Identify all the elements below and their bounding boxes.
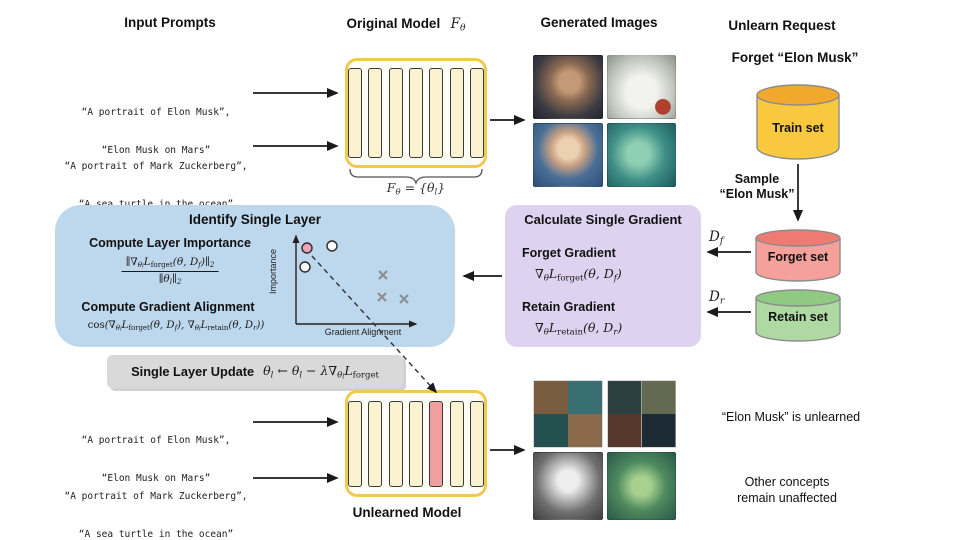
prompt-line: “A portrait of Mark Zuckerberg”, bbox=[64, 491, 248, 502]
forget-gradient-label: Forget Gradient bbox=[522, 246, 616, 260]
prompt-line: “A sea turtle in the ocean” bbox=[78, 528, 234, 540]
prompt-group-other: “A portrait of Mark Zuckerberg”, “A sea … bbox=[64, 136, 247, 236]
forget-set-cylinder: Forget set bbox=[753, 228, 843, 284]
single-layer-update-box: Single Layer Update θl ← θl − λ∇θlLforge… bbox=[107, 355, 403, 388]
image-unlearned-mosaic-2 bbox=[606, 380, 676, 448]
sample-label: Sample “Elon Musk” bbox=[719, 172, 794, 202]
train-set-cylinder-shape bbox=[756, 84, 840, 160]
gradient-alignment-formula: cos(∇θlLforget(θ, Df), ∇θlLretain(θ, Dr)… bbox=[87, 320, 265, 333]
retain-set-cylinder: Retain set bbox=[753, 288, 843, 344]
calculate-gradient-title: Calculate Single Gradient bbox=[524, 212, 682, 227]
unlearned-model-label: Unlearned Model bbox=[352, 505, 462, 520]
gradient-alignment-label: Compute Gradient Alignment bbox=[81, 300, 255, 314]
retain-set-label: Retain set bbox=[768, 310, 828, 324]
model-layer-bar bbox=[429, 68, 444, 158]
scatter-xlabel: Gradient Alignment bbox=[324, 327, 402, 337]
retain-gradient-formula: ∇θLretain(θ, Dr) bbox=[535, 320, 623, 338]
header-generated-images: Generated Images bbox=[540, 15, 658, 30]
forget-gradient-formula: ∇θLforget(θ, Df) bbox=[535, 266, 622, 284]
prompt-group-other-bottom: “A portrait of Mark Zuckerberg”, “A sea … bbox=[64, 466, 247, 540]
model-layer-bar bbox=[388, 400, 403, 487]
prompt-line: “Elon Musk on Mars” bbox=[101, 472, 211, 484]
image-zuckerberg-bw bbox=[533, 452, 603, 520]
image-elon-portrait bbox=[533, 55, 603, 119]
model-layer-bar bbox=[368, 400, 383, 487]
prompt-line: “A portrait of Elon Musk”, bbox=[81, 435, 231, 446]
train-set-cylinder: Train set bbox=[754, 83, 842, 163]
prompt-group-elon-bottom: “A portrait of Elon Musk”, “Elon Musk on… bbox=[82, 410, 231, 510]
identify-layer-title: Identify Single Layer bbox=[188, 212, 322, 227]
image-sea-turtle bbox=[606, 123, 676, 187]
d-r-symbol: Dr bbox=[709, 289, 725, 307]
prompt-line: “A portrait of Elon Musk”, bbox=[81, 107, 231, 118]
header-original-model-text: Original Model bbox=[346, 16, 441, 31]
calculate-gradient-panel: Calculate Single Gradient Forget Gradien… bbox=[505, 205, 701, 347]
generated-images-grid-bottom bbox=[533, 380, 676, 520]
model-layer-bar bbox=[409, 400, 423, 487]
unaffected-note-line1: Other concepts bbox=[744, 475, 830, 489]
model-layer-bar bbox=[348, 400, 362, 487]
model-layer-bar bbox=[368, 68, 383, 158]
model-layer-bar bbox=[348, 68, 362, 158]
f-theta-symbol: Fθ bbox=[450, 16, 466, 34]
forget-request-label: Forget “Elon Musk” bbox=[731, 50, 859, 65]
prompt-group-elon: “A portrait of Elon Musk”, “Elon Musk on… bbox=[82, 82, 231, 182]
image-unlearned-mosaic-1 bbox=[533, 380, 603, 448]
prompt-line: “A portrait of Mark Zuckerberg”, bbox=[64, 161, 248, 172]
d-f-symbol: Df bbox=[709, 229, 724, 247]
sample-label-line2: “Elon Musk” bbox=[719, 187, 795, 201]
scatter-ylabel: Importance bbox=[268, 249, 278, 295]
forget-set-label: Forget set bbox=[767, 250, 829, 264]
importance-denominator: ∥θl∥2 bbox=[158, 272, 182, 286]
retain-set-cylinder-shape bbox=[755, 289, 841, 342]
model-layer-bar bbox=[388, 68, 403, 158]
updated-layer-bar bbox=[429, 400, 444, 487]
model-layer-bar bbox=[449, 68, 464, 158]
importance-numerator: ∥∇θlLforget(θ, Df)∥2 bbox=[121, 256, 219, 272]
image-zuckerberg-portrait bbox=[533, 123, 603, 187]
unlearned-note: “Elon Musk” is unlearned bbox=[721, 410, 861, 424]
unaffected-note: Other concepts remain unaffected bbox=[737, 474, 837, 506]
image-elon-car bbox=[606, 55, 676, 119]
single-layer-update-label: Single Layer Update bbox=[131, 364, 255, 379]
forget-set-cylinder-shape bbox=[755, 229, 841, 282]
train-set-label: Train set bbox=[772, 121, 824, 135]
header-unlearn-request: Unlearn Request bbox=[728, 18, 836, 33]
f-eq-label: Fθ = {θl} bbox=[386, 180, 446, 198]
prompt-line: “A sea turtle in the ocean” bbox=[78, 198, 234, 210]
header-input-prompts: Input Prompts bbox=[124, 15, 216, 30]
original-model-box bbox=[345, 58, 487, 168]
unaffected-note-line2: remain unaffected bbox=[737, 491, 837, 505]
model-layer-bar bbox=[470, 68, 485, 158]
sample-label-line1: Sample bbox=[734, 172, 780, 186]
model-layer-bar bbox=[470, 400, 485, 487]
layer-scatter-plot bbox=[292, 234, 418, 328]
model-layer-bar bbox=[449, 400, 464, 487]
header-original-model: Original Model Fθ bbox=[346, 15, 465, 34]
unlearned-model-box bbox=[345, 390, 487, 497]
single-layer-update-formula: θl ← θl − λ∇θlLforget bbox=[263, 362, 379, 381]
layer-importance-formula: ∥∇θlLforget(θ, Df)∥2 ∥θl∥2 bbox=[121, 256, 219, 286]
retain-gradient-label: Retain Gradient bbox=[522, 300, 616, 314]
identify-layer-panel: Identify Single Layer Compute Layer Impo… bbox=[55, 205, 455, 347]
model-layer-bar bbox=[409, 68, 423, 158]
prompt-line: “Elon Musk on Mars” bbox=[101, 144, 211, 156]
generated-images-grid-top bbox=[533, 55, 676, 187]
scatter-points bbox=[299, 240, 409, 304]
layer-importance-label: Compute Layer Importance bbox=[89, 236, 251, 250]
image-sea-turtle-2 bbox=[606, 452, 676, 520]
